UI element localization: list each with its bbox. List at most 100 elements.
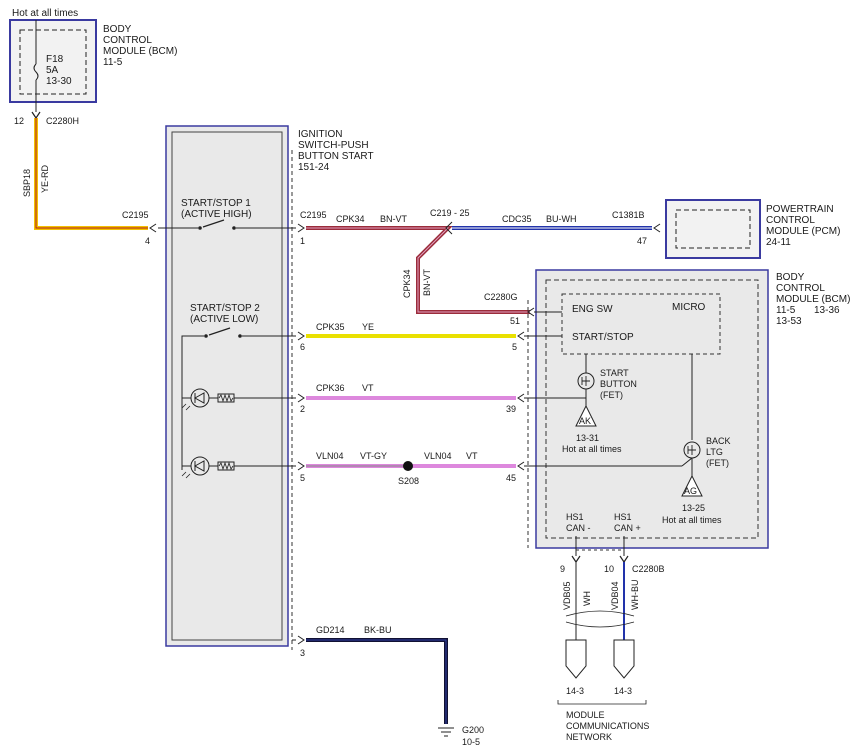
micro-start-stop: START/STOP <box>572 332 634 343</box>
c1381b-name: C1381B <box>612 210 645 220</box>
hs1-minus-label-1: HS1 <box>566 512 584 522</box>
back-ltg-hot: Hot at all times <box>662 515 722 525</box>
vln04a-circuit: VLN04 <box>316 451 344 461</box>
cpk34-circuit-vertical: CPK34 <box>402 269 412 298</box>
bcm-right-label-4: 11-5 <box>776 305 796 316</box>
ss1-contact-right <box>232 226 236 230</box>
cpk35-circuit: CPK35 <box>316 322 345 332</box>
c1381b-connector-icon <box>653 223 661 233</box>
back-ltg-output <box>681 457 693 467</box>
cpk36-color: VT <box>362 383 374 393</box>
cpk36-pin-left: 2 <box>300 404 305 414</box>
g200-name: G200 <box>462 725 484 735</box>
ground-symbol-icon <box>438 727 454 737</box>
back-ltg-fet-symbol <box>687 445 696 455</box>
g200-ref: 10-5 <box>462 737 480 747</box>
mcn-ref-right: 14-3 <box>614 686 632 696</box>
c2280b-name: C2280B <box>632 564 665 574</box>
hs1-minus-pin: 9 <box>560 564 565 574</box>
bcm-top-label-3: MODULE (BCM) <box>103 46 177 57</box>
c2195-right-name: C2195 <box>300 210 327 220</box>
pin5-connector-icon <box>517 331 525 341</box>
c2195-left-connector-icon <box>149 223 157 233</box>
bcm-right-label-5: 13-53 <box>776 316 802 327</box>
micro-label: MICRO <box>672 302 706 313</box>
cpk34-color: BN-VT <box>380 214 408 224</box>
diode-2-symbol <box>193 460 205 472</box>
pcm-label-2: CONTROL <box>766 215 815 226</box>
c1381b-pin: 47 <box>637 236 647 246</box>
start-supply-label: AK <box>579 416 591 426</box>
c2280g-51-connector-icon <box>527 307 535 317</box>
splice-s208-name: S208 <box>398 476 419 486</box>
ss2-contact-right <box>238 334 242 338</box>
cpk34-color-vertical: BN-VT <box>422 268 432 296</box>
diode-1-symbol <box>193 392 205 404</box>
c2280g-pin51: 51 <box>510 316 520 326</box>
back-ltg-label-3: (FET) <box>706 458 729 468</box>
mcn-bracket <box>557 700 647 705</box>
vdb04-circuit: VDB04 <box>610 581 620 610</box>
ignition-switch-inner <box>171 131 283 641</box>
bcm-right-inner <box>545 279 759 539</box>
vln04a-pin-left: 5 <box>300 473 305 483</box>
can-minus-connector-icon <box>571 555 581 564</box>
c219-connector-icon <box>445 221 453 235</box>
hs1-plus-label-2: CAN + <box>614 523 641 533</box>
back-ltg-label-2: LTG <box>706 447 723 457</box>
start-stop2-label-2: (ACTIVE LOW) <box>190 314 258 325</box>
sbp18-color: YE-RD <box>40 164 50 193</box>
bcm-right-label-2: CONTROL <box>776 283 825 294</box>
sbp18-circuit: SBP18 <box>22 169 32 197</box>
vdb05-circuit: VDB05 <box>562 581 572 610</box>
pin2-connector-icon <box>297 393 305 403</box>
pin3-connector-icon <box>297 635 305 645</box>
led-1-rays <box>181 403 191 411</box>
bcm-right-label-4b: 13-36 <box>814 305 840 316</box>
twisted-pair-2-icon <box>565 621 635 628</box>
gd214-color: BK-BU <box>364 625 392 635</box>
pcm-label-1: POWERTRAIN <box>766 204 834 215</box>
twisted-pair-1-icon <box>565 610 635 617</box>
c2280g-name: C2280G <box>484 292 518 302</box>
cpk35-pin-left: 6 <box>300 342 305 352</box>
ignition-label-3: BUTTON START <box>298 151 374 162</box>
start-button-label-1: START <box>600 368 629 378</box>
back-ltg-ref: 13-25 <box>682 503 705 513</box>
ignition-switch-module <box>165 125 289 647</box>
c2195-right-connector-icon <box>297 223 305 233</box>
back-ltg-supply-label: AG <box>684 486 697 496</box>
ss1-contact-left <box>198 226 202 230</box>
ss2-contact-left <box>204 334 208 338</box>
c2195-left-name: C2195 <box>122 210 149 220</box>
vln04a-color: VT-GY <box>360 451 387 461</box>
pin5-left-connector-icon <box>297 461 305 471</box>
back-ltg-supply-icon <box>681 474 703 497</box>
fuse-name: F18 <box>46 54 64 65</box>
wire-sbp18-stripe <box>35 118 148 229</box>
pcm-inner <box>675 209 751 249</box>
gd214-pin: 3 <box>300 648 305 658</box>
micro-eng-sw: ENG SW <box>572 304 613 315</box>
bcm-right-label-1: BODY <box>776 272 805 283</box>
vdb04-color: WH-BU <box>630 580 640 611</box>
connector-c2280h-icon <box>31 111 41 120</box>
ignition-label-2: SWITCH-PUSH <box>298 140 369 151</box>
resistor-2-zigzag <box>218 461 234 471</box>
hs1-minus-label-2: CAN - <box>566 523 591 533</box>
start-stop2-label-1: START/STOP 2 <box>190 303 260 314</box>
vln04b-circuit: VLN04 <box>424 451 452 461</box>
c2280h-name: C2280H <box>46 116 79 126</box>
splice-c219-label: C219 - 25 <box>430 208 470 218</box>
pin39-connector-icon <box>517 393 525 403</box>
hot-at-all-times-top: Hot at all times <box>12 8 78 19</box>
hs1-plus-label-1: HS1 <box>614 512 632 522</box>
bcm-top-label-1: BODY <box>103 24 132 35</box>
cdc35-color: BU-WH <box>546 214 577 224</box>
pcm-label-4: 24-11 <box>766 237 791 248</box>
start-button-hot: Hot at all times <box>562 444 622 454</box>
ignition-label-1: IGNITION <box>298 129 342 140</box>
cpk34-circuit: CPK34 <box>336 214 365 224</box>
mcn-label-1: MODULE <box>566 710 605 720</box>
